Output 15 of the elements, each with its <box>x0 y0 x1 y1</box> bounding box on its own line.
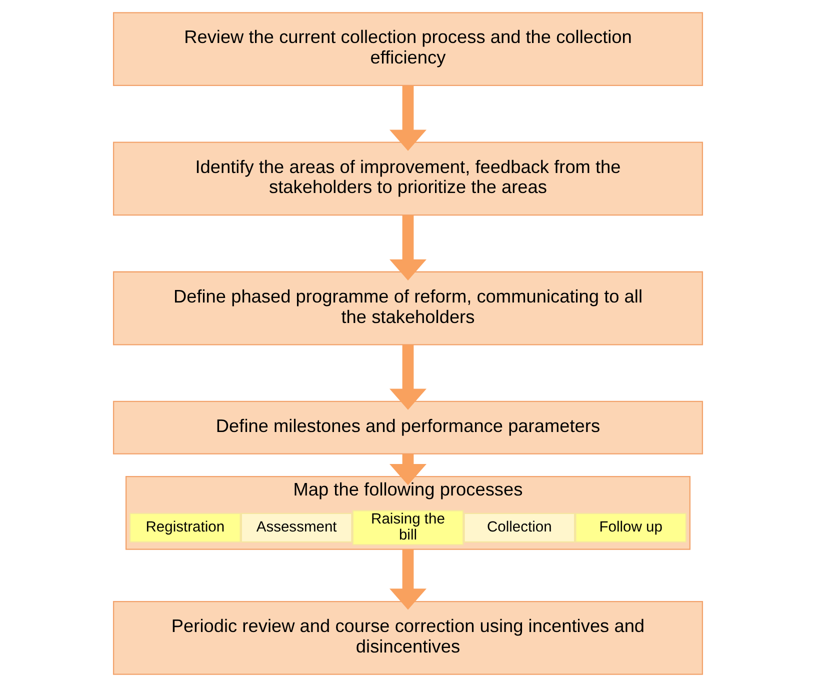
node-box: Define phased programme of reform, communicating to all the stakeholders <box>112 271 704 346</box>
arrow <box>390 215 426 280</box>
node-box: Review the current collection process and the collection efficiency <box>112 12 704 86</box>
node-box: Collection <box>464 512 576 542</box>
node-box: Follow up <box>575 512 687 542</box>
arrow <box>390 549 426 610</box>
arrow <box>390 454 426 486</box>
node-box: Raising the bill <box>352 510 464 546</box>
node-box: Identify the areas of improvement, feedback from the stakeholders to prioritize the areas <box>112 142 704 216</box>
arrow <box>390 86 426 151</box>
node-box: Define milestones and performance parameters <box>112 400 704 454</box>
node-box: Assessment <box>240 512 352 542</box>
arrow <box>390 344 426 410</box>
node-box: Periodic review and course correction using incentives and disincentives <box>112 601 704 675</box>
node-box: Registration <box>129 512 241 542</box>
